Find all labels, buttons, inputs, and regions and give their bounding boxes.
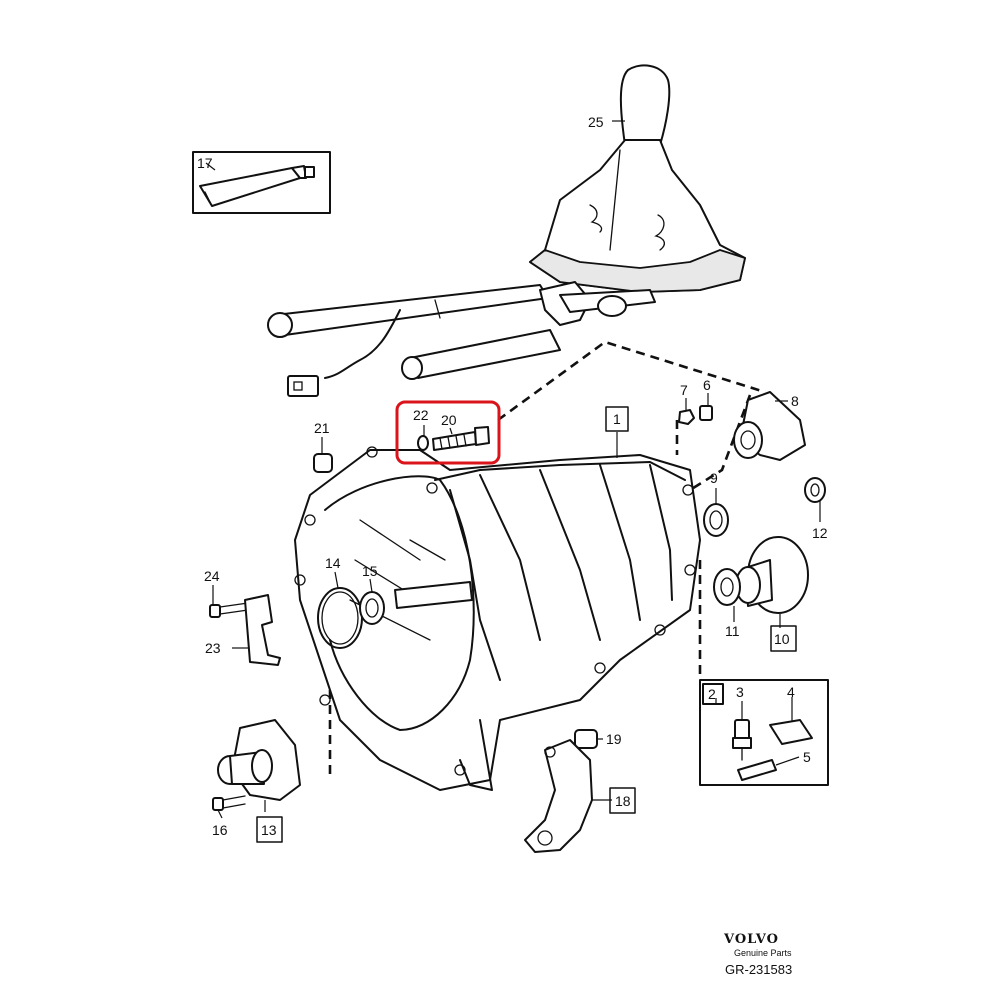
callout-11: 11 [725,623,740,639]
callout-6: 6 [703,377,711,393]
callout-7: 7 [680,382,688,398]
callout-10: 10 [774,631,790,647]
part-25-gear-boot [529,64,746,293]
callout-boxes [256,406,797,843]
callout-23: 23 [205,640,221,656]
part-17-sealant-tube [192,151,331,214]
part-24-bolt [209,602,249,618]
part-23-bracket [244,594,281,666]
callout-5: 5 [803,749,811,765]
part-9-seal [703,503,729,537]
part-5-fuse [737,759,777,781]
footer: VOLVO Genuine Parts GR-231583 [723,932,792,977]
callout-14: 14 [325,555,341,571]
volvo-brand: VOLVO [723,932,779,947]
part-22-washer [417,435,429,451]
part-21-bushing [313,453,333,473]
callout-8: 8 [791,393,799,409]
part-12-ring [804,477,826,503]
leader-lines [205,120,821,819]
part-6-bolt [699,405,713,421]
part-15-seal [359,591,385,625]
part-16-bolt [212,795,246,811]
callout-25: 25 [588,114,604,130]
callout-13: 13 [261,822,277,838]
shift-linkage [267,281,656,397]
callout-15: 15 [362,563,378,579]
callout-18: 18 [615,793,631,809]
part-13-cover [217,719,301,801]
callout-9: 9 [710,470,718,486]
part-1-gearbox-housing [294,446,701,791]
part-2-switch-kit [699,679,829,786]
part-20-bolt [432,426,490,451]
callout-20: 20 [441,412,457,428]
callout-24: 24 [204,568,220,584]
callout-1: 1 [613,411,621,427]
callout-21: 21 [314,420,330,436]
callout-19: 19 [606,731,622,747]
reference-code: GR-231583 [725,962,792,977]
callout-22: 22 [413,407,429,423]
genuine-parts-label: Genuine Parts [734,948,792,958]
part-8-flange [733,391,806,461]
part-7-nut [678,409,695,425]
part-18-support [524,739,593,853]
part-4-connector [769,719,813,745]
callout-4: 4 [787,684,795,700]
callout-17: 17 [197,155,213,171]
callout-12: 12 [812,525,828,541]
part-10-drive-flange [735,536,809,614]
part-19-bushing [574,729,598,749]
part-11-seal [713,568,741,606]
callout-3: 3 [736,684,744,700]
highlight-box-22-20 [395,400,501,465]
part-3-switch [732,719,752,761]
callout-2: 2 [708,686,716,702]
callout-16: 16 [212,822,228,838]
callout-labels: 25 17 21 22 20 1 7 6 8 9 12 14 15 24 23 … [197,114,828,838]
